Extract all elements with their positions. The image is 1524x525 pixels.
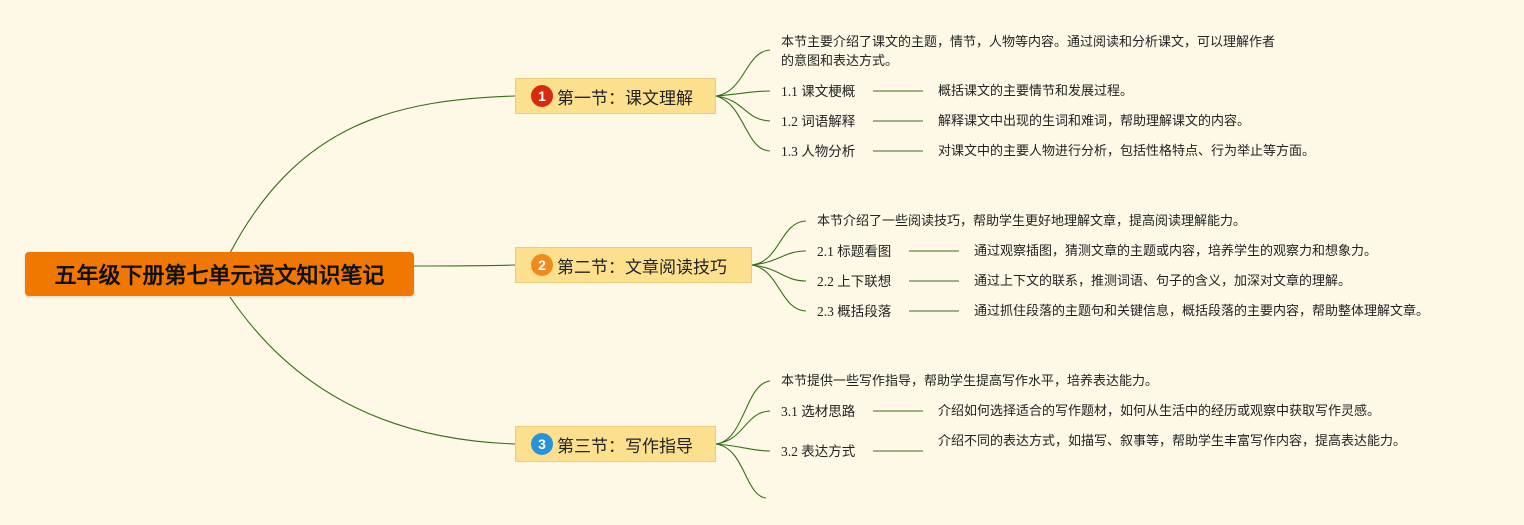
root-topic[interactable]: 五年级下册第七单元语文知识笔记 xyxy=(25,252,414,296)
root-topic-title: 五年级下册第七单元语文知识笔记 xyxy=(54,264,385,289)
section-3-label: 第三节：写作指导 xyxy=(557,436,693,457)
section-1-item-1-label: 1.1 课文梗概 xyxy=(781,84,856,99)
section-3-item-2-desc: 介绍不同的表达方式，如描写、叙事等，帮助学生丰富写作内容，提高表达能力。 xyxy=(938,434,1407,449)
section-2-label: 第二节：文章阅读技巧 xyxy=(557,257,727,278)
section-3-item-1-label: 3.1 选材思路 xyxy=(781,404,856,419)
section-1-item-1-desc: 概括课文的主要情节和发展过程。 xyxy=(938,84,1134,99)
section-2-item-1-desc: 通过观察插图，猜测文章的主题或内容，培养学生的观察力和想象力。 xyxy=(974,244,1378,259)
connector-s2-item2 xyxy=(751,264,807,282)
connector-s3-empty xyxy=(715,443,767,499)
section-3-item-1-desc: 介绍如何选择适合的写作题材，如何从生活中的经历或观察中获取写作灵感。 xyxy=(938,404,1381,419)
section-1-item-2-label: 1.2 词语解释 xyxy=(781,114,856,129)
connector-s1-item1 xyxy=(715,90,771,97)
connector-root-section-2 xyxy=(413,264,516,267)
section-2-summary: 本节介绍了一些阅读技巧，帮助学生更好地理解文章，提高阅读理解能力。 xyxy=(817,214,1247,229)
section-2-item-3-desc: 通过抓住段落的主题句和关键信息，概括段落的主要内容，帮助整体理解文章。 xyxy=(974,304,1430,319)
section-1-label: 第一节：课文理解 xyxy=(557,88,693,109)
connector-s3-summary xyxy=(715,380,771,445)
connector-s2-summary xyxy=(751,220,807,266)
section-3-item-2-label: 3.2 表达方式 xyxy=(781,444,856,459)
section-1-item-3-label: 1.3 人物分析 xyxy=(781,144,856,159)
section-1-summary: 本节主要介绍了课文的主题，情节，人物等内容。通过阅读和分析课文，可以理解作者的意… xyxy=(781,35,1276,69)
section-3-node[interactable]: 3 第三节：写作指导 xyxy=(515,426,716,462)
section-1-node[interactable]: 1 第一节：课文理解 xyxy=(515,78,716,114)
connector-root-section-1 xyxy=(229,95,516,254)
section-1-item-2-desc: 解释课文中出现的生词和难词，帮助理解课文的内容。 xyxy=(938,114,1251,129)
section-2-item-3-label: 2.3 概括段落 xyxy=(817,304,892,319)
number-2-icon: 2 xyxy=(531,254,553,276)
connector-s2-item1 xyxy=(751,250,807,266)
number-3-icon: 3 xyxy=(531,433,553,455)
connector-s1-item2 xyxy=(715,95,771,122)
section-2-item-1-label: 2.1 标题看图 xyxy=(817,244,892,259)
connector-s1-summary xyxy=(715,49,771,97)
connector-s1-item3 xyxy=(715,95,771,152)
section-2-item-2-label: 2.2 上下联想 xyxy=(817,274,892,289)
connector-s3-item2 xyxy=(715,443,771,452)
section-3-summary: 本节提供一些写作指导，帮助学生提高写作水平，培养表达能力。 xyxy=(781,374,1159,389)
section-2-node[interactable]: 2 第二节：文章阅读技巧 xyxy=(515,247,752,283)
connector-root-section-3 xyxy=(229,296,516,445)
section-1-item-3-desc: 对课文中的主要人物进行分析，包括性格特点、行为举止等方面。 xyxy=(938,144,1316,159)
connector-s2-item3 xyxy=(751,264,807,312)
connector-s3-item1 xyxy=(715,410,771,445)
section-2-item-2-desc: 通过上下文的联系，推测词语、句子的含义，加深对文章的理解。 xyxy=(974,274,1352,289)
number-1-icon: 1 xyxy=(531,85,553,107)
